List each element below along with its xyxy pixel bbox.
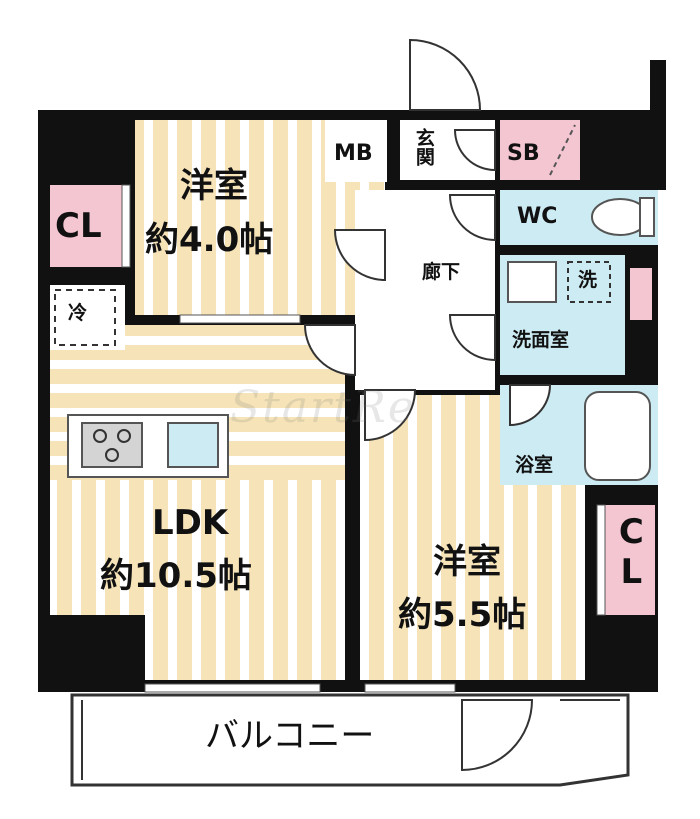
western-room-1-name: 洋室	[180, 166, 248, 206]
ldk-name: LDK	[152, 503, 229, 543]
washroom-door	[448, 314, 496, 362]
bathtub-icon	[584, 391, 651, 481]
mb-room	[325, 120, 387, 182]
bath-label: 浴室	[515, 454, 554, 476]
bath-door	[509, 384, 552, 427]
ldk-window	[144, 683, 321, 693]
washroom-closet	[630, 268, 652, 320]
fridge-label: 冷	[68, 302, 88, 324]
closet-left	[50, 185, 122, 267]
washbasin-icon	[507, 261, 557, 303]
watermark: StartRe	[230, 382, 416, 433]
closet-right-label: CL	[611, 512, 652, 592]
western-room-2-size: 約5.5帖	[398, 595, 527, 635]
balcony-door	[461, 699, 534, 772]
genkan-label: 玄関	[412, 128, 435, 166]
closet-left-door	[121, 184, 131, 268]
fridge-area	[50, 285, 125, 350]
western1-interior-window	[179, 314, 301, 324]
mb-label: MB	[334, 141, 373, 166]
wc-door	[448, 194, 496, 242]
closet-right	[605, 505, 655, 615]
western2-window	[364, 683, 456, 693]
fridge-space	[54, 289, 116, 346]
washroom-label: 洗面室	[512, 329, 570, 351]
ldk-size: 約10.5帖	[100, 556, 252, 596]
sink-icon	[167, 422, 219, 468]
closet-left-label: CL	[55, 206, 102, 246]
right-wall-extension	[650, 60, 666, 190]
genkan-door	[453, 129, 496, 172]
western1-door	[333, 229, 386, 282]
ldk-door	[303, 324, 356, 377]
sb-room	[500, 120, 580, 180]
ldk-wall-block	[50, 615, 145, 680]
closet-right-door	[596, 504, 606, 616]
western2-door	[364, 389, 417, 442]
western-room-1-size: 約4.0帖	[145, 220, 274, 260]
sb-label: SB	[507, 141, 540, 166]
wc-label: WC	[517, 204, 558, 229]
stove-icon	[81, 422, 143, 468]
western-room-2-name: 洋室	[433, 542, 501, 582]
laundry-label: 洗	[578, 269, 598, 291]
laundry-space	[567, 261, 611, 303]
balcony-label: バルコニー	[205, 716, 375, 756]
entrance-door	[409, 38, 482, 111]
corridor-label: 廊下	[422, 261, 461, 283]
